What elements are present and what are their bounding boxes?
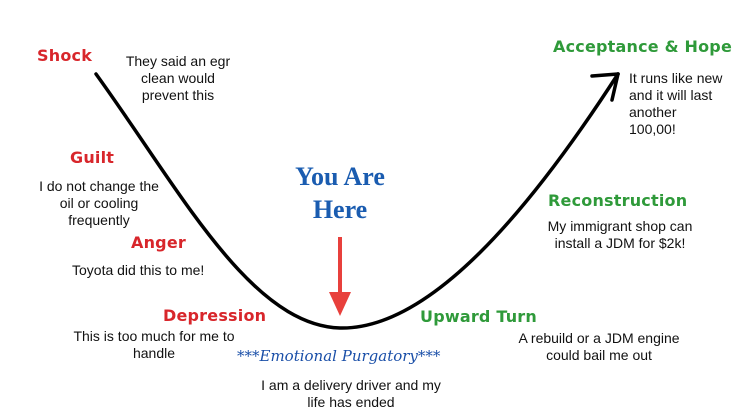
stage-acceptance-text: It runs like new and it will last anothe… [629, 70, 722, 138]
text-line: It runs like new [629, 70, 723, 86]
text-line: 100,00! [629, 121, 676, 137]
stage-guilt-text: I do not change the oil or cooling frequ… [25, 178, 173, 229]
stage-anger-text: Toyota did this to me! [72, 262, 204, 279]
stage-shock-text: They said an egr clean would prevent thi… [110, 53, 246, 104]
text-line: I am a delivery driver and my [261, 377, 441, 393]
stage-reconstruction-text: My immigrant shop can install a JDM for … [530, 218, 710, 252]
text-line: install a JDM for $2k! [554, 235, 686, 251]
stage-purgatory-label: ***Emotional Purgatory*** [237, 347, 441, 365]
stage-depression-label: Depression [163, 306, 267, 325]
text-line: and it will last [629, 87, 713, 103]
stage-shock-label: Shock [37, 46, 93, 65]
stage-reconstruction-label: Reconstruction [548, 191, 688, 210]
text-line: Here [312, 195, 368, 224]
text-line: life has ended [307, 394, 395, 410]
stage-acceptance-label: Acceptance & Hope [553, 37, 733, 56]
stage-anger-label: Anger [131, 233, 186, 252]
stage-upward-label: Upward Turn [420, 307, 537, 326]
text-line: This is too much for me to [73, 328, 235, 344]
text-line: My immigrant shop can [547, 218, 693, 234]
stage-purgatory-text: I am a delivery driver and my life has e… [240, 377, 462, 411]
text-line: A rebuild or a JDM engine [518, 330, 680, 346]
text-line: You Are [295, 162, 385, 191]
curve-arrowhead [590, 72, 620, 102]
text-line: Toyota did this to me! [72, 262, 205, 278]
text-line: could bail me out [546, 347, 652, 363]
text-line: They said an egr [125, 53, 231, 69]
text-line: frequently [68, 212, 130, 228]
text-line: another [629, 104, 677, 120]
text-line: clean would [141, 70, 215, 86]
text-line: prevent this [141, 87, 215, 103]
text-line: oil or cooling [59, 195, 139, 211]
text-line: handle [132, 345, 176, 361]
stage-upward-text: A rebuild or a JDM engine could bail me … [500, 330, 698, 364]
stage-depression-text: This is too much for me to handle [58, 328, 250, 362]
you-are-here-arrow [329, 237, 351, 316]
you-are-here-label: You Are Here [260, 160, 420, 226]
grief-curve [94, 72, 620, 330]
text-line: I do not change the [39, 178, 159, 194]
stage-guilt-label: Guilt [70, 148, 115, 167]
